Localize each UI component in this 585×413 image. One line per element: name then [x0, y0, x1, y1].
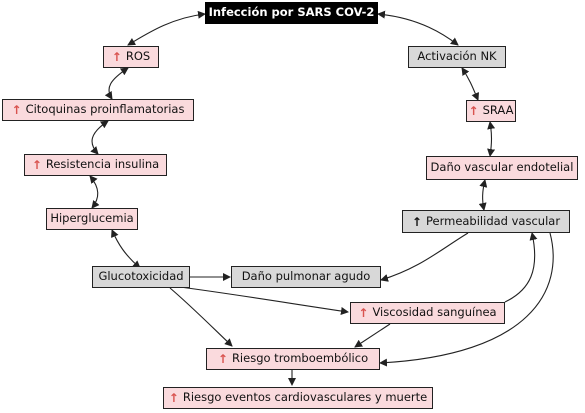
arrow-up-icon: ↑: [411, 214, 422, 229]
arrow-up-icon: ↑: [358, 306, 369, 320]
node-resistencia-insulina: ↑ Resistencia insulina: [24, 154, 167, 176]
arrow-up-icon: ↑: [31, 158, 42, 172]
edge-sars-nk: [377, 10, 459, 46]
arrow-up-icon: ↑: [468, 104, 479, 118]
edge-visc-perm: [504, 232, 538, 303]
edge-sraa-danovasc: [487, 121, 496, 157]
edge-ros-citoq: [104, 67, 129, 100]
arrow-up-icon: ↑: [111, 50, 122, 64]
edge-glucotox-visc: [179, 286, 349, 315]
node-riesgo-tromboembolico: ↑ Riesgo tromboembólico: [206, 348, 380, 370]
node-hiperglucemia: Hiperglucemia: [46, 208, 138, 230]
node-citoquinas: ↑ Citoquinas proinflamatorias: [2, 99, 194, 121]
node-riesgo-cardiovascular: ↑ Riesgo eventos cardiovasculares y muer…: [163, 387, 433, 409]
edge-citoq-resist: [90, 120, 109, 155]
edge-danovasc-perm: [478, 179, 488, 211]
edge-perm-tromb: [379, 232, 554, 367]
arrow-up-icon: ↑: [168, 391, 179, 405]
arrow-up-icon: ↑: [11, 103, 22, 117]
node-dano-vascular-endotelial: Daño vascular endotelial: [426, 156, 578, 180]
edge-perm-danopulm: [380, 232, 469, 282]
node-viscosidad-sanguinea: ↑ Viscosidad sanguínea: [350, 302, 505, 324]
arrow-up-icon: ↑: [217, 352, 228, 366]
node-glucotoxicidad: Glucotoxicidad: [92, 266, 190, 288]
node-permeabilidad-vascular: ↑ Permeabilidad vascular: [402, 210, 570, 233]
node-ros: ↑ ROS: [103, 46, 159, 68]
node-activacion-nk: Activación NK: [408, 46, 506, 68]
edge-glucotox-tromb: [169, 287, 233, 347]
node-dano-pulmonar-agudo: Daño pulmonar agudo: [231, 266, 381, 288]
edge-sars-ros: [127, 10, 206, 46]
edge-resist-hiperg: [89, 175, 100, 209]
edge-hiperg-glucotox: [111, 229, 141, 269]
node-sraa: ↑ SRAA: [466, 100, 516, 122]
edge-visc-tromb: [354, 323, 391, 348]
edge-nk-sraa: [461, 67, 480, 101]
node-sars-cov2: Infección por SARS COV-2: [205, 2, 378, 24]
